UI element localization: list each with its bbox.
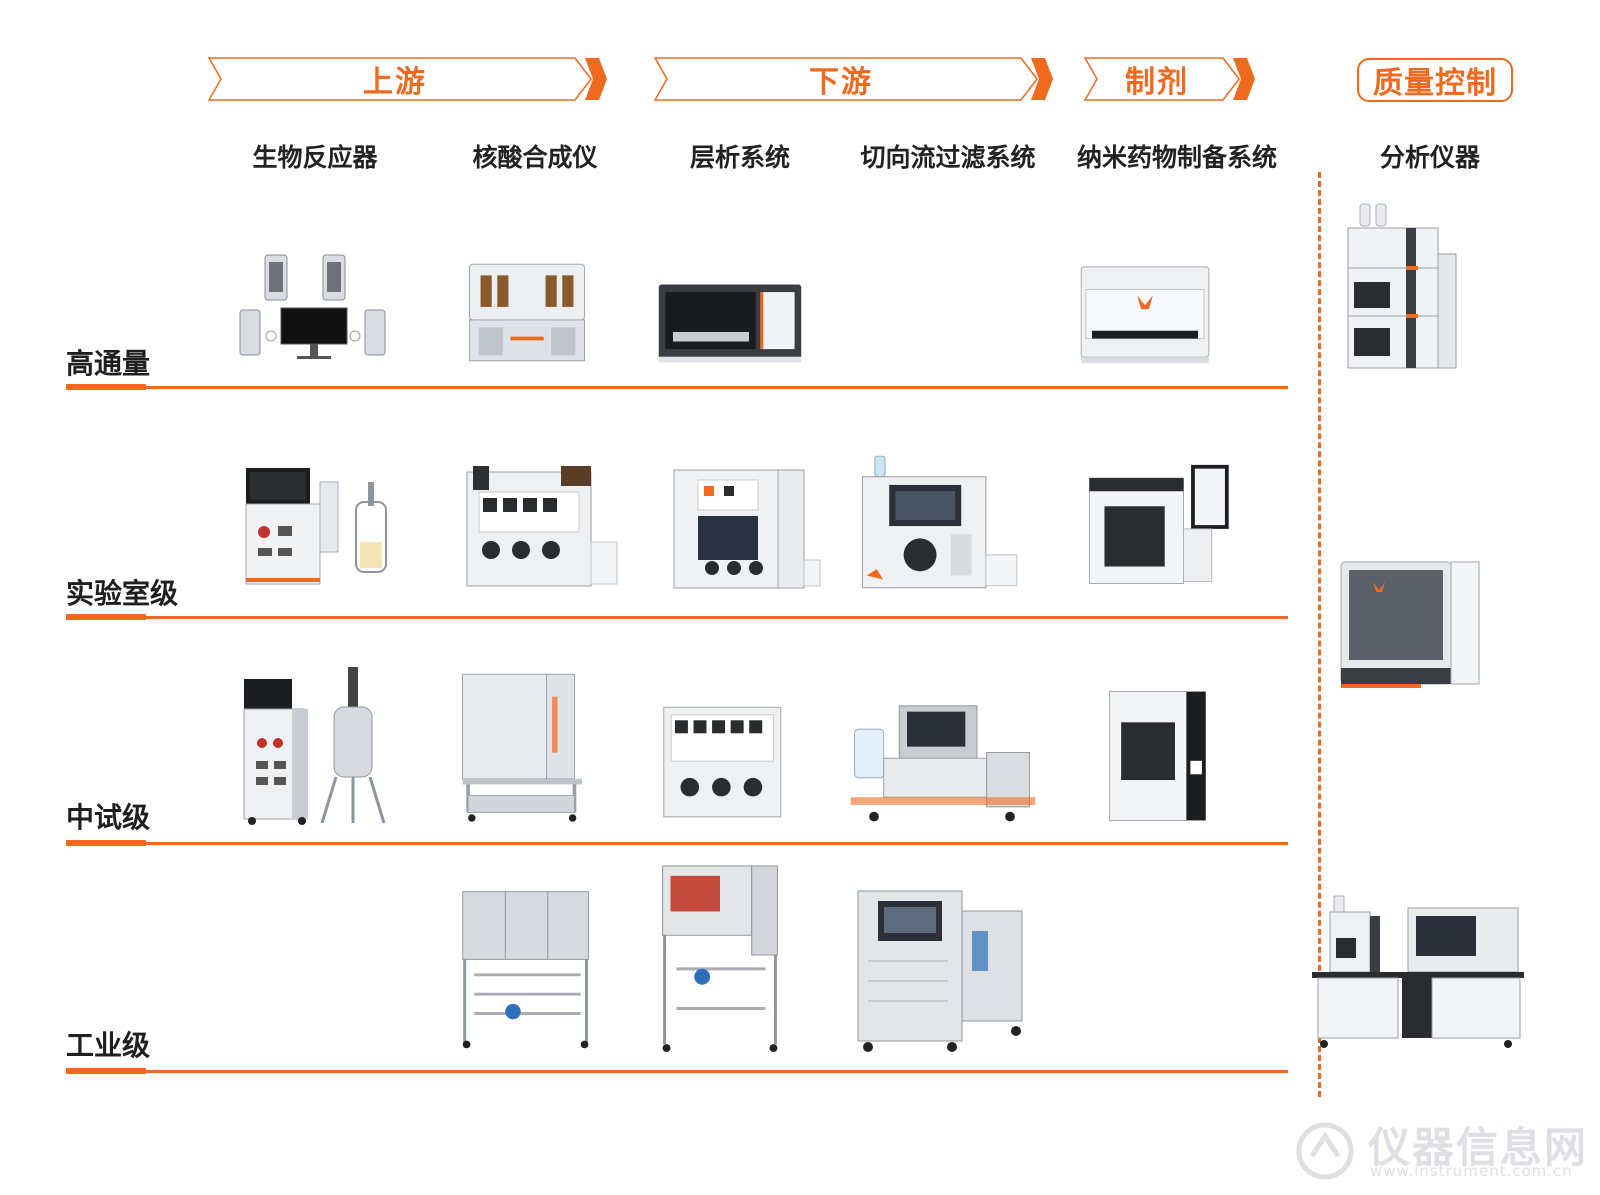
analytical-lab-station-image (1308, 892, 1528, 1052)
row-divider-accent (66, 614, 146, 620)
watermark: 仪器信息网 www.instrument.com.cn (1290, 1110, 1590, 1190)
chromatography-industrial-scale-image (655, 860, 787, 1058)
nanomedicine-pilot-scale-image (1100, 682, 1225, 830)
column-header-analytical: 分析仪器 (1379, 143, 1480, 172)
row-divider (66, 1070, 1288, 1073)
nanomedicine-high-throughput-image (1075, 262, 1215, 370)
arrow-banner-icon (207, 57, 607, 101)
arrow-banner-icon (653, 57, 1053, 101)
watermark-name: 仪器信息网 (1368, 1123, 1589, 1172)
row-label-pilot-scale: 中试级 (66, 801, 151, 834)
watermark-url: www.instrument.com.cn (1370, 1162, 1573, 1180)
chromatography-high-throughput-image (650, 275, 810, 370)
analytical-instrument-image (1335, 556, 1485, 696)
synthesizer-pilot-scale-image (455, 664, 595, 832)
stage-upstream-label: 上游 (363, 65, 427, 100)
column-header-bioreactor: 生物反应器 (252, 143, 378, 172)
bioreactor-lab-scale-image (238, 462, 398, 592)
stage-formulation: 制剂 (1083, 56, 1255, 102)
synthesizer-industrial-scale-image (455, 884, 600, 1056)
row-label-high-throughput: 高通量 (66, 347, 151, 380)
instrument-logo-icon (1296, 1122, 1354, 1180)
stage-quality-control: 质量控制 (1357, 58, 1513, 102)
row-divider-accent (66, 1068, 146, 1074)
tff-lab-scale-image (848, 452, 1023, 596)
row-label-lab-scale: 实验室级 (66, 577, 179, 610)
column-header-chromatography: 层析系统 (689, 143, 790, 172)
column-header-nucleic-acid-synthesizer: 核酸合成仪 (472, 143, 598, 172)
bioreactor-pilot-scale-image (236, 660, 396, 832)
arrow-banner-icon (1083, 57, 1255, 101)
stage-downstream-label: 下游 (809, 65, 873, 100)
analytical-hplc-image (1340, 202, 1460, 372)
chromatography-lab-scale-image (664, 464, 824, 594)
row-divider-accent (66, 384, 146, 390)
row-divider (66, 386, 1288, 389)
stage-upstream: 上游 (207, 56, 607, 102)
synthesizer-lab-scale-image (456, 462, 626, 592)
tff-industrial-scale-image (848, 880, 1028, 1062)
row-divider-accent (66, 840, 146, 846)
row-divider (66, 616, 1288, 619)
stage-formulation-label: 制剂 (1125, 65, 1189, 100)
chromatography-pilot-scale-image (656, 698, 796, 828)
nanomedicine-lab-scale-image (1080, 460, 1240, 594)
tff-pilot-scale-image (842, 700, 1042, 836)
row-label-industrial-scale: 工业级 (66, 1029, 151, 1062)
column-header-nanomedicine: 纳米药物制备系统 (1076, 143, 1277, 172)
column-header-tff: 切向流过滤系统 (860, 143, 1036, 172)
qc-divider (1318, 172, 1321, 1097)
synthesizer-high-throughput-image (462, 255, 592, 370)
row-divider (66, 842, 1288, 845)
stage-downstream: 下游 (653, 56, 1053, 102)
bioreactor-high-throughput-image (235, 250, 395, 370)
